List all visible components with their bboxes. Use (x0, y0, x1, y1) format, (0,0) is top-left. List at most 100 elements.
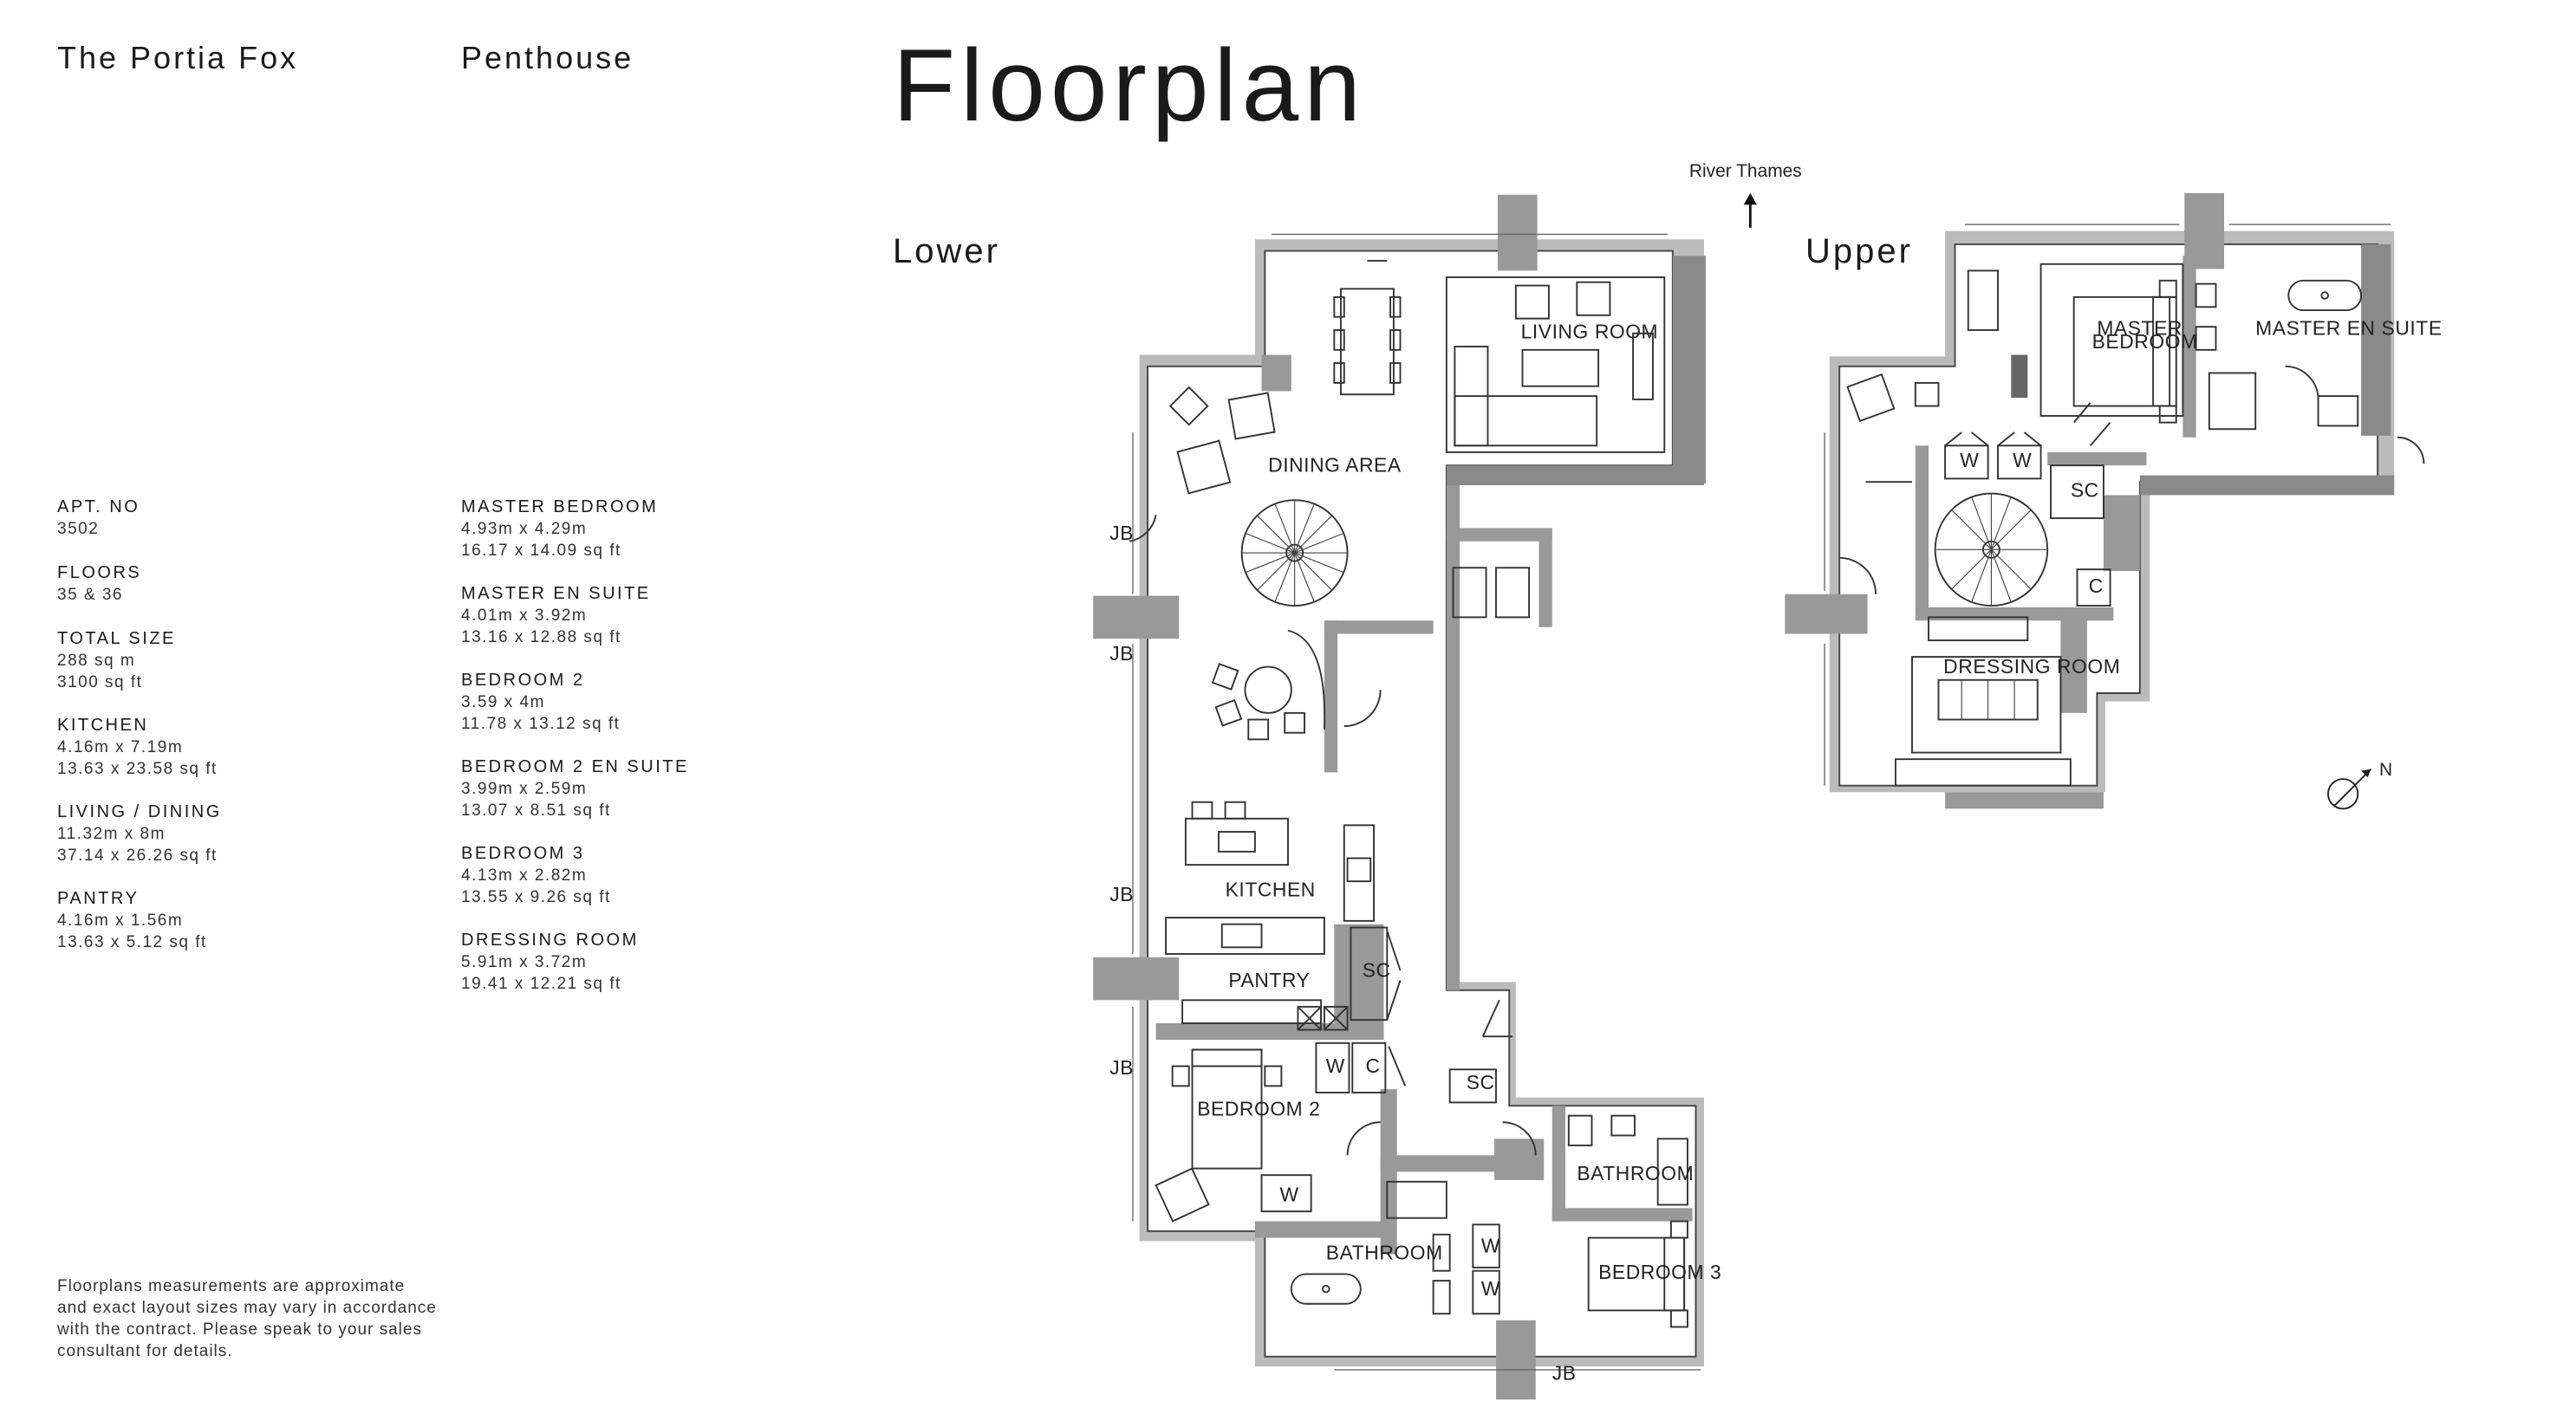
room-pantry: PANTRY (1228, 969, 1310, 991)
spec-label: BEDROOM 3 (461, 844, 585, 863)
upper-floorplan (1785, 192, 2425, 809)
label-w: W (1481, 1277, 1500, 1300)
spec-master-en-suite: MASTER EN SUITE 4.01m x 3.92m 13.16 x 12… (461, 582, 825, 648)
room-bedroom-2: BEDROOM 2 (1197, 1098, 1320, 1120)
label-jb: JB (1109, 522, 1134, 544)
spec-kitchen: KITCHEN 4.16m x 7.19m 13.63 x 23.58 sq f… (57, 714, 421, 780)
spec-bedroom-2-en-suite: BEDROOM 2 EN SUITE 3.99m x 2.59m 13.07 x… (461, 756, 825, 821)
lower-wall-block (1254, 1221, 1394, 1238)
lower-floor-area (1147, 250, 1697, 1358)
apartment-type: Penthouse (461, 40, 634, 75)
spec-value: 13.07 x 8.51 sq ft (461, 801, 611, 820)
master-bedroom-rug (2039, 263, 2184, 417)
bench (1928, 616, 2029, 641)
lounge-chair (1227, 392, 1276, 440)
lounge-chair (1176, 439, 1232, 495)
lower-wall-block (1551, 1208, 1693, 1222)
lower-wall-block (1446, 528, 1552, 542)
label-c: C (1366, 1054, 1381, 1077)
spec-bedroom-3: BEDROOM 3 4.13m x 2.82m 13.55 x 9.26 sq … (461, 842, 825, 908)
upper-wall-block (2361, 243, 2391, 436)
river-label: River Thames (1689, 161, 1802, 181)
spec-value: 5.91m x 3.72m (461, 953, 588, 971)
label-jb: JB (1109, 1056, 1134, 1079)
spec-value: 37.14 x 26.26 sq ft (57, 847, 218, 865)
upper-wall-block (2182, 256, 2196, 438)
spec-label: BEDROOM 2 (461, 671, 585, 690)
lower-column (1093, 957, 1180, 1001)
spec-value: 3.59 x 4m (461, 693, 545, 711)
lower-wall-block (1324, 620, 1338, 773)
lower-column (1497, 194, 1538, 271)
spec-value: 3502 (57, 520, 100, 538)
label-w: W (1481, 1235, 1500, 1257)
lower-wall-block (1324, 620, 1434, 634)
spec-label: MASTER BEDROOM (461, 497, 659, 516)
spec-label: LIVING / DINING (57, 802, 222, 821)
wardrobe-w (1315, 1041, 1350, 1093)
breakfast-table (1244, 665, 1292, 714)
spec-value: 19.41 x 12.21 sq ft (461, 975, 621, 993)
spec-value: 13.55 x 9.26 sq ft (461, 888, 611, 906)
spec-total-size: TOTAL SIZE 288 sq m 3100 sq ft (57, 627, 421, 693)
freestanding-bath (2287, 279, 2363, 312)
label-sc: SC (1467, 1071, 1495, 1093)
spec-pantry: PANTRY 4.16m x 1.56m 13.63 x 5.12 sq ft (57, 887, 421, 953)
spec-floors: FLOORS 35 & 36 (57, 561, 421, 606)
spec-label: DRESSING ROOM (461, 931, 639, 950)
label-w: W (2013, 449, 2032, 471)
spec-value: 3100 sq ft (57, 673, 143, 691)
master-bed (2072, 295, 2171, 407)
spec-label: BEDROOM 2 EN SUITE (461, 757, 689, 776)
spec-value: 13.63 x 23.58 sq ft (57, 760, 218, 778)
label-w: W (1326, 1054, 1345, 1077)
sc-cupboard (2050, 464, 2104, 520)
lower-wall-block (1446, 485, 1460, 990)
wardrobe-w (1472, 1269, 1500, 1315)
spec-value: 4.01m x 3.92m (461, 607, 588, 625)
disclaimer: Floorplans measurements are approximate … (57, 1275, 491, 1362)
spec-label: PANTRY (57, 889, 140, 908)
label-jb: JB (1109, 642, 1134, 665)
kitchen-tall-units (1343, 824, 1375, 922)
side-table (1914, 381, 1940, 407)
spec-apt-no: APT. NO 3502 (57, 496, 421, 540)
spec-value: 11.32m x 8m (57, 825, 166, 843)
river-arrow-icon (1743, 192, 1757, 228)
dining-table (1340, 288, 1395, 396)
label-w: W (1960, 449, 1979, 471)
spec-master-bedroom: MASTER BEDROOM 4.93m x 4.29m 16.17 x 14.… (461, 496, 825, 561)
upper-wall-block (2060, 613, 2087, 713)
spec-living-dining: LIVING / DINING 11.32m x 8m 37.14 x 26.2… (57, 801, 421, 866)
spec-label: APT. NO (57, 497, 140, 516)
lower-wall-block (1334, 924, 1384, 1040)
spec-value: 4.93m x 4.29m (461, 520, 588, 538)
spec-value: 13.63 x 5.12 sq ft (57, 933, 207, 951)
disclaimer-line: Floorplans measurements are approximate (57, 1277, 406, 1295)
label-w: W (1279, 1184, 1298, 1206)
room-kitchen: KITCHEN (1226, 878, 1316, 900)
room-bathroom-a: BATHROOM (1326, 1241, 1443, 1263)
sc-cupboard (1350, 926, 1389, 1022)
label-sc: SC (2071, 478, 2099, 501)
label-jb: JB (1552, 1361, 1577, 1384)
label-jb: JB (1109, 883, 1134, 905)
page-title: Floorplan (893, 29, 1366, 143)
building-name: The Portia Fox (57, 40, 299, 75)
room-dressing: DRESSING ROOM (1943, 655, 2120, 678)
wardrobe-w (1260, 1174, 1312, 1213)
north-compass-icon (2327, 768, 2372, 810)
disclaimer-line: consultant for details. (57, 1342, 233, 1360)
spec-value: 4.16m x 1.56m (57, 912, 184, 930)
upper-wall-block (2047, 451, 2147, 466)
spec-value: 35 & 36 (57, 586, 123, 604)
compass-north-label: N (2379, 760, 2392, 780)
kitchen-counter (1165, 917, 1325, 955)
spec-value: 13.16 x 12.88 sq ft (461, 628, 621, 646)
upper-wall-block (2139, 475, 2395, 496)
armchair (1155, 1167, 1210, 1223)
lower-wall-block (1672, 256, 1706, 484)
lower-column (1093, 595, 1180, 639)
upper-floor-heading: Upper (1805, 232, 1913, 270)
